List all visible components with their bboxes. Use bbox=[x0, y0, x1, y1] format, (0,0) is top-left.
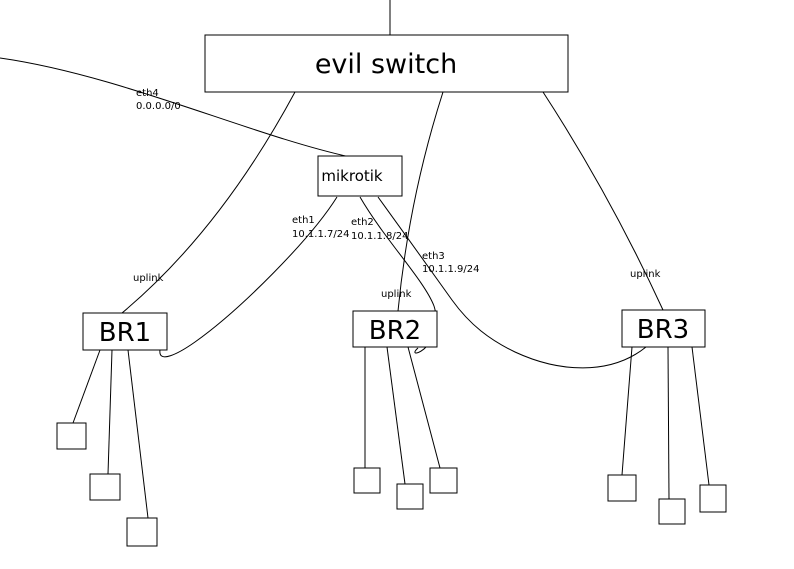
edge-br2-leaf-3 bbox=[407, 346, 441, 469]
br3-label: BR3 bbox=[637, 315, 689, 345]
edge-evil-switch-br2-uplink bbox=[397, 91, 444, 312]
edge-evil-switch-br1-uplink bbox=[121, 91, 296, 314]
node-evil-switch: evil switch bbox=[204, 34, 569, 93]
eth3-label: eth3 bbox=[422, 251, 445, 262]
diagram-edge-labels: eth4 0.0.0.0/0 eth1 10.1.1.7/24 eth2 10.… bbox=[133, 88, 661, 300]
edge-br1-leaf-1 bbox=[72, 349, 101, 424]
edge-br3-leaf-2 bbox=[667, 346, 670, 500]
edge-mikrotik-br1-eth1 bbox=[159, 196, 338, 358]
leaf-node bbox=[607, 474, 637, 502]
edge-br3-leaf-1 bbox=[621, 346, 633, 476]
edge-evil-switch-br3-uplink bbox=[542, 91, 664, 311]
uplink-label-br1: uplink bbox=[133, 273, 164, 284]
node-br2: BR2 bbox=[352, 310, 438, 348]
br1-label: BR1 bbox=[99, 318, 151, 348]
leaf-node bbox=[429, 467, 458, 494]
edge-br1-leaf-2 bbox=[107, 349, 113, 475]
mikrotik-label: mikrotik bbox=[321, 167, 383, 185]
edge-br1-leaf-3 bbox=[127, 349, 149, 519]
evil-switch-label: evil switch bbox=[315, 49, 457, 80]
br2-leaf-nodes bbox=[353, 467, 458, 510]
br2-label: BR2 bbox=[369, 316, 421, 346]
node-br3: BR3 bbox=[621, 309, 706, 348]
edge-br2-leaf-2 bbox=[386, 346, 406, 485]
br2-box bbox=[352, 310, 438, 348]
br3-box bbox=[621, 309, 706, 348]
uplink-label-br2: uplink bbox=[381, 289, 412, 300]
eth2-label: eth2 bbox=[351, 217, 374, 228]
eth4-address: 0.0.0.0/0 bbox=[136, 101, 181, 112]
eth3-address: 10.1.1.9/24 bbox=[422, 264, 479, 275]
edge-br3-leaf-3 bbox=[691, 346, 710, 486]
mikrotik-box bbox=[317, 155, 403, 197]
edge-mikrotik-br3-eth3 bbox=[377, 196, 647, 369]
edge-mikrotik-eth4-offscreen-left bbox=[0, 57, 351, 158]
leaf-node bbox=[89, 473, 121, 501]
leaf-node bbox=[126, 517, 158, 547]
eth2-address: 10.1.1.8/24 bbox=[351, 231, 408, 242]
evil-switch-box bbox=[204, 34, 569, 93]
leaf-node bbox=[658, 498, 686, 525]
eth1-address: 10.1.1.7/24 bbox=[292, 229, 349, 240]
diagram-edges bbox=[0, 0, 710, 519]
eth4-label: eth4 bbox=[136, 88, 159, 99]
br1-leaf-nodes bbox=[56, 422, 158, 547]
eth1-label: eth1 bbox=[292, 215, 315, 226]
uplink-label-br3: uplink bbox=[630, 269, 661, 280]
leaf-node bbox=[699, 484, 727, 513]
br1-box bbox=[82, 312, 168, 351]
leaf-node bbox=[396, 483, 424, 510]
leaf-node bbox=[353, 467, 381, 494]
node-br1: BR1 bbox=[82, 312, 168, 351]
br3-leaf-nodes bbox=[607, 474, 727, 525]
leaf-node bbox=[56, 422, 87, 450]
node-mikrotik: mikrotik bbox=[317, 155, 403, 197]
